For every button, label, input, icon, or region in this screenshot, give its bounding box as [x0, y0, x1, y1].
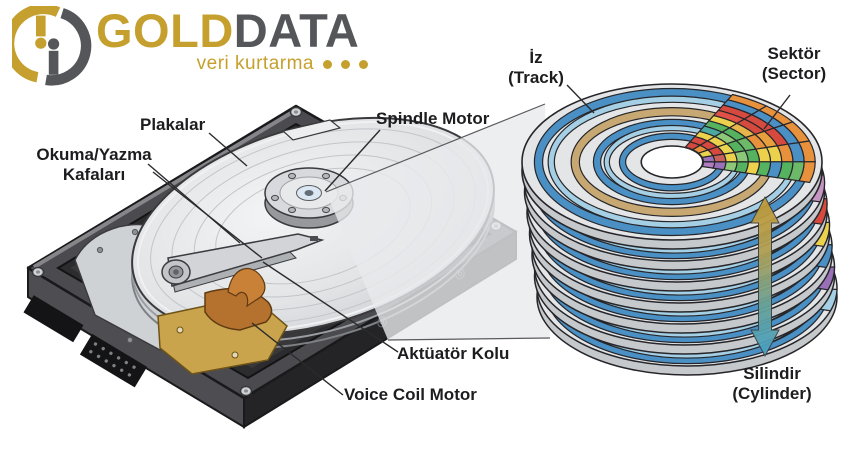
label-sector-line1: Sektör: [767, 44, 821, 63]
logo: GOLDDATA veri kurtarma: [12, 6, 368, 86]
breather-vent: [281, 119, 342, 141]
label-cylinder-line1: Silindir: [743, 364, 801, 383]
brand-tagline: veri kurtarma: [96, 53, 368, 75]
label-read-write-heads: Okuma/Yazma Kafaları: [30, 145, 158, 184]
leader-line-voice-coil: [251, 322, 344, 396]
label-track-line1: İz: [529, 48, 543, 67]
label-platters: Plakalar: [140, 115, 206, 134]
label-heads-line1: Okuma/Yazma: [36, 145, 152, 164]
label-actuator-arm: Aktüatör Kolu: [397, 344, 510, 363]
leader-line-actuator: [262, 261, 399, 353]
cylinder-arrow-icon: [750, 195, 780, 358]
leader-lines: [147, 84, 791, 396]
label-voice-coil-motor: Voice Coil Motor: [344, 385, 477, 404]
label-track: İz (Track): [494, 48, 578, 87]
dot-icon: [323, 59, 332, 69]
projection-beam: [325, 103, 551, 341]
leader-line-track: [566, 84, 595, 114]
brand-wordmark: GOLDDATA: [96, 6, 368, 55]
spindle-motor-hub: [264, 167, 354, 229]
brand-gold: GOLD: [96, 4, 234, 57]
read-write-head: [310, 236, 318, 241]
leader-line-spindle: [324, 129, 381, 192]
case-bevel-highlight: [32, 108, 298, 269]
label-track-line2: (Track): [508, 67, 564, 87]
platter-stack: [521, 83, 838, 376]
dot-icon: [341, 59, 350, 69]
label-heads-line2: Kafaları: [62, 164, 126, 184]
actuator-pivot: [161, 259, 191, 285]
golddata-logo-icon: [12, 6, 92, 86]
label-spindle-motor: Spindle Motor: [376, 109, 490, 128]
flex-ribbon-cable: [227, 268, 266, 308]
dot-icon: [359, 59, 368, 69]
leader-line-platters: [208, 132, 248, 167]
label-cylinder: Silindir (Cylinder): [720, 364, 824, 403]
label-cylinder-line2: (Cylinder): [732, 383, 812, 403]
label-sector: Sektör (Sector): [746, 44, 842, 83]
tagline-text: veri kurtarma: [196, 53, 314, 75]
label-sector-line2: (Sector): [761, 63, 827, 83]
brand-dark: DATA: [233, 4, 360, 57]
leader-line-sector: [763, 94, 791, 130]
leader-line-heads-2: [152, 171, 263, 259]
sata-connector: [23, 295, 148, 388]
